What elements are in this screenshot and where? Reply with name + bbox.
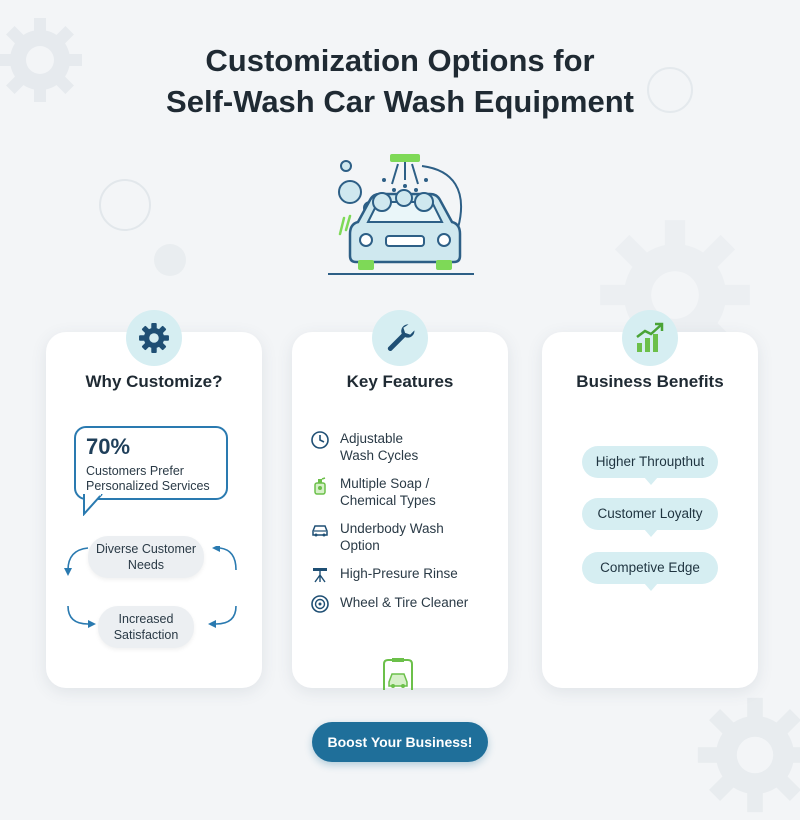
benefit-label: Competive Edge — [600, 560, 700, 575]
speech-tail — [83, 494, 103, 516]
gear-icon-badge — [126, 310, 182, 366]
feature-label: Multiple Soap / Chemical Types — [340, 476, 436, 508]
stat-bubble: 70% Customers Prefer Personalized Servic… — [74, 426, 228, 500]
feature-item: High-Presure Rinse — [310, 565, 500, 585]
feature-item: Multiple Soap / Chemical Types — [310, 475, 500, 509]
card-business-benefits: Business Benefits Higher Throupthut Cust… — [542, 310, 758, 688]
benefit-competitive-edge: Competive Edge — [582, 552, 718, 591]
soap-bottle-icon — [314, 477, 326, 495]
feature-item: Underbody Wash Option — [310, 520, 500, 554]
stat-label: Customers Prefer Personalized Services — [86, 464, 210, 493]
background-gear-icon — [697, 697, 800, 813]
background-bubbles — [99, 179, 186, 276]
card-title: Why Customize? — [85, 372, 223, 391]
card-title: Key Features — [346, 372, 454, 391]
car-wash-icon — [328, 154, 474, 275]
feature-label: Underbody Wash Option — [340, 521, 444, 553]
growth-chart-icon — [636, 322, 664, 352]
speech-tail — [644, 529, 658, 537]
spray-nozzle-icon — [313, 568, 327, 583]
speech-tail — [644, 583, 658, 591]
cycle-item-diverse-needs: Diverse Customer Needs — [88, 536, 204, 578]
benefit-higher-throughput: Higher Throupthut — [582, 446, 718, 485]
car-icon — [312, 525, 328, 537]
card-why-customize: Why Customize? 70% Customers Prefer Pers… — [46, 310, 262, 688]
speech-tail — [644, 477, 658, 485]
gear-icon — [139, 323, 169, 353]
benefit-label: Customer Loyalty — [597, 506, 703, 521]
benefit-customer-loyalty: Customer Loyalty — [582, 498, 718, 537]
cycle-arrows — [64, 546, 237, 628]
wrench-icon-badge — [372, 310, 428, 366]
boost-business-button[interactable]: Boost Your Business! — [312, 722, 488, 762]
page-title: Customization Options for Self-Wash Car … — [0, 40, 800, 122]
benefit-label: Higher Throupthut — [595, 454, 705, 469]
feature-label: High-Presure Rinse — [340, 566, 458, 581]
feature-item: Adjustable Wash Cycles — [310, 430, 500, 464]
cycle-item-increased-satisfaction: Increased Satisfaction — [98, 606, 194, 648]
car-wash-station-icon — [383, 658, 413, 690]
card-title: Business Benefits — [576, 372, 724, 391]
feature-label: Wheel & Tire Cleaner — [340, 595, 469, 610]
title-line-1: Customization Options for — [205, 43, 595, 78]
feature-item: Wheel & Tire Cleaner — [310, 594, 500, 614]
feature-label: Adjustable Wash Cycles — [340, 431, 419, 463]
stat-value: 70% — [86, 434, 131, 459]
title-line-2: Self-Wash Car Wash Equipment — [166, 84, 634, 119]
wheel-icon — [311, 595, 329, 613]
growth-chart-icon-badge — [622, 310, 678, 366]
card-key-features: Key Features Adjustable Wash Cycles Mult… — [292, 310, 508, 690]
clock-icon — [311, 431, 329, 449]
wrench-icon — [387, 324, 415, 351]
feature-list: Adjustable Wash Cycles Multiple Soap / C… — [310, 430, 500, 623]
